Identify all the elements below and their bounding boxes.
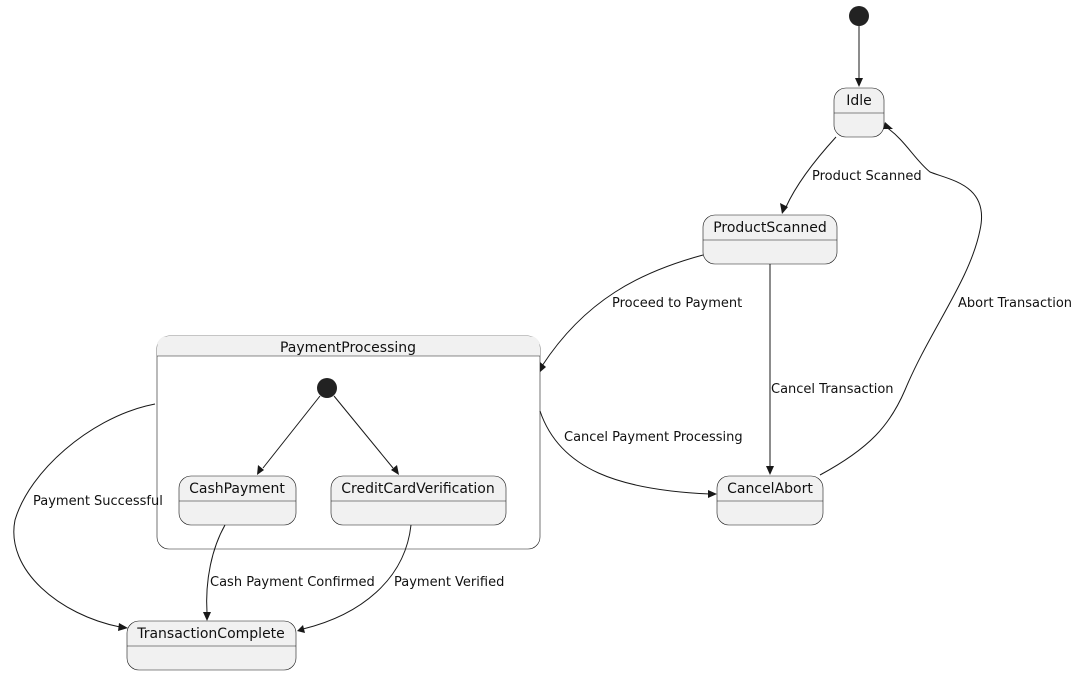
edge-inner-initial-to-cashpayment bbox=[262, 395, 321, 469]
arrowhead bbox=[118, 623, 128, 631]
edge-label-abort-transaction: Abort Transaction bbox=[958, 296, 1072, 311]
state-idle[interactable]: Idle bbox=[833, 87, 885, 138]
arrowhead bbox=[708, 490, 717, 498]
state-productscanned[interactable]: ProductScanned bbox=[702, 214, 838, 265]
state-creditcardverification-label: CreditCardVerification bbox=[341, 481, 495, 497]
state-cashpayment[interactable]: CashPayment bbox=[178, 475, 297, 526]
edge-cancelabort-to-idle bbox=[819, 126, 983, 476]
initial-state-node bbox=[849, 6, 869, 26]
edge-label-cancel-payment-processing: Cancel Payment Processing bbox=[564, 430, 743, 445]
arrowhead bbox=[257, 465, 264, 475]
state-cashpayment-label: CashPayment bbox=[189, 481, 285, 497]
edge-label-product-scanned: Product Scanned bbox=[812, 169, 922, 184]
edge-productscanned-to-paymentprocessing bbox=[541, 254, 704, 367]
arrowhead bbox=[855, 78, 863, 87]
arrowhead bbox=[539, 362, 546, 373]
state-idle-label: Idle bbox=[846, 93, 872, 109]
edge-label-payment-successful: Payment Successful bbox=[33, 494, 163, 509]
arrowhead bbox=[780, 203, 788, 214]
state-cancelabort[interactable]: CancelAbort bbox=[716, 475, 824, 526]
state-cancelabort-label: CancelAbort bbox=[727, 481, 813, 497]
edge-label-cash-payment-confirmed: Cash Payment Confirmed bbox=[210, 575, 375, 590]
arrowhead bbox=[766, 466, 774, 475]
state-productscanned-label: ProductScanned bbox=[713, 220, 827, 236]
state-transactioncomplete-label: TransactionComplete bbox=[136, 626, 285, 642]
edge-label-cancel-transaction: Cancel Transaction bbox=[771, 382, 894, 397]
inner-initial-state-node bbox=[317, 378, 337, 398]
state-creditcardverification[interactable]: CreditCardVerification bbox=[330, 475, 507, 526]
edge-cashpayment-to-transactioncomplete bbox=[206, 524, 226, 614]
arrowhead bbox=[297, 625, 305, 633]
edge-idle-to-productscanned bbox=[785, 136, 837, 208]
edge-paymentprocessing-to-transactioncomplete bbox=[13, 403, 156, 628]
edge-creditcard-to-transactioncomplete bbox=[302, 524, 412, 630]
arrowhead bbox=[203, 612, 211, 621]
arrowhead bbox=[883, 122, 893, 129]
state-paymentprocessing-label: PaymentProcessing bbox=[280, 340, 416, 356]
arrowhead bbox=[391, 465, 399, 475]
state-transactioncomplete[interactable]: TransactionComplete bbox=[126, 620, 297, 671]
edge-paymentprocessing-to-cancelabort bbox=[539, 410, 711, 495]
edge-label-proceed-to-payment: Proceed to Payment bbox=[612, 296, 742, 311]
edge-inner-initial-to-creditcard bbox=[333, 395, 394, 469]
edge-label-payment-verified: Payment Verified bbox=[394, 575, 504, 590]
